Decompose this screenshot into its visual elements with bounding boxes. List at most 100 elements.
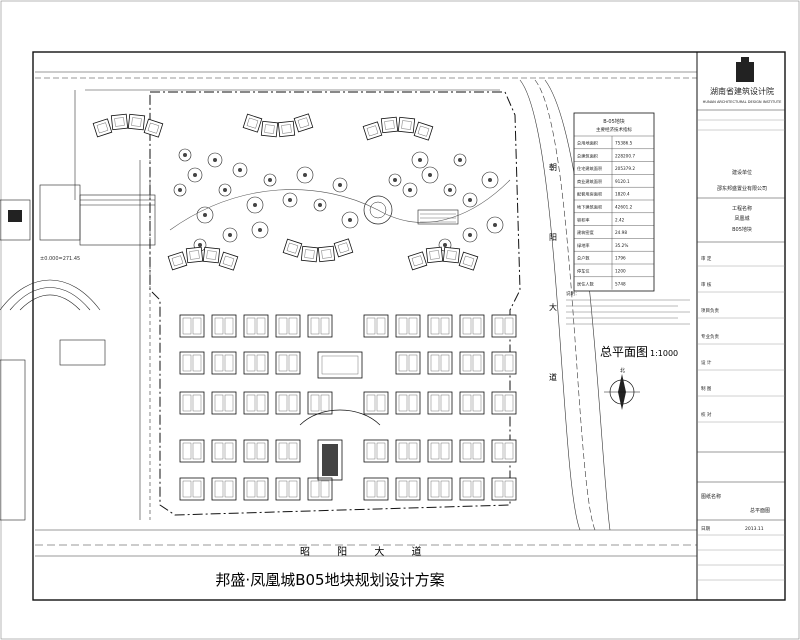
townhouse-block <box>427 391 453 415</box>
townhouse-block <box>427 477 453 501</box>
townhouse-unit <box>288 317 298 335</box>
townhouse-block <box>211 351 237 375</box>
tech-row-key: 停车位 <box>577 268 590 275</box>
townhouse-unit <box>440 480 450 498</box>
east-road-char: 朝 <box>549 163 557 172</box>
townhouse-block <box>307 477 333 501</box>
townhouse-block <box>395 391 421 415</box>
tree-icon <box>411 151 429 169</box>
tree-icon <box>341 211 359 229</box>
highrise-tower <box>397 116 416 134</box>
west-dark-block <box>8 210 22 222</box>
tower-core <box>446 250 457 260</box>
townhouse-unit <box>182 480 192 498</box>
townhouse-unit <box>430 442 440 460</box>
tech-row-value: 1796 <box>615 256 626 261</box>
tree-icon <box>421 166 439 184</box>
townhouse-block <box>395 439 421 463</box>
tree-trunk <box>268 178 272 182</box>
tech-row-value: 24.98 <box>615 230 627 235</box>
project-name: 凤凰城 <box>734 215 749 222</box>
tree-icon <box>251 221 269 239</box>
townhouse-block <box>491 477 517 501</box>
tower-core <box>401 120 412 130</box>
tower-core <box>297 117 310 129</box>
tech-row-key: 总户数 <box>577 255 590 262</box>
east-road-edge <box>519 79 581 531</box>
plan-scale: 1:1000 <box>650 349 678 358</box>
date-label: 日期 <box>701 526 710 532</box>
townhouse-block <box>275 314 301 338</box>
tech-row-value: 9120.1 <box>615 179 630 184</box>
townhouse-unit <box>246 442 256 460</box>
townhouse-unit <box>214 442 224 460</box>
townhouse-block <box>427 314 453 338</box>
highrise-tower <box>362 121 383 141</box>
townhouse-unit <box>504 354 514 372</box>
entrance-arc <box>299 409 381 426</box>
highrise-tower <box>282 238 303 258</box>
highrise-cluster-e <box>407 246 479 271</box>
tree-trunk <box>338 183 342 187</box>
west-building-c <box>79 194 156 246</box>
tree-icon <box>207 152 223 168</box>
townhouse-unit <box>320 394 330 412</box>
townhouse-unit <box>192 317 202 335</box>
roads <box>35 71 697 557</box>
townhouse-block <box>459 477 485 501</box>
institute-logo-top <box>741 57 749 63</box>
tree-icon <box>332 177 348 193</box>
townhouse-unit <box>256 354 266 372</box>
townhouse-block <box>275 439 301 463</box>
townhouse-unit <box>310 394 320 412</box>
tower-core <box>171 255 184 267</box>
townhouse-unit <box>246 394 256 412</box>
highrise-tower <box>242 113 263 133</box>
townhouse-unit <box>278 480 288 498</box>
tree-icon <box>486 216 504 234</box>
highrise-tower <box>110 113 129 131</box>
tower-core <box>131 117 142 127</box>
townhouse-unit <box>462 394 472 412</box>
townhouse-block <box>179 314 205 338</box>
townhouse-unit <box>408 317 418 335</box>
date-value: 2013.11 <box>745 526 764 532</box>
townhouse-block <box>459 439 485 463</box>
townhouse-block <box>491 391 517 415</box>
tree-trunk <box>258 228 262 232</box>
tree-trunk <box>318 203 322 207</box>
townhouse-block <box>211 439 237 463</box>
title-block-row-label: 专业负责 <box>701 333 719 340</box>
townhouse-block <box>459 314 485 338</box>
tech-row-value: 1820.4 <box>615 192 630 197</box>
tree-trunk <box>303 173 307 177</box>
tree-trunk <box>458 158 462 162</box>
townhouse-block <box>243 314 269 338</box>
highrise-tower <box>380 116 399 134</box>
east-road-centerline <box>534 79 596 531</box>
tech-row-key: 配套用房面积 <box>577 191 602 198</box>
tree-icon <box>313 198 327 212</box>
townhouse-unit <box>366 317 376 335</box>
townhouse-unit <box>398 354 408 372</box>
tower-core <box>246 117 259 129</box>
tech-row-value: 205379.2 <box>615 166 635 171</box>
west-long-building <box>0 359 26 521</box>
tree-trunk <box>428 173 432 177</box>
townhouse-unit <box>440 394 450 412</box>
tech-row-key: 地下建筑面积 <box>577 204 602 211</box>
tree-icon <box>232 162 248 178</box>
townhouse-unit <box>256 480 266 498</box>
townhouse-unit <box>366 394 376 412</box>
tech-row-value: 42601.2 <box>615 205 633 210</box>
tree-icon <box>388 173 402 187</box>
west-pavilion <box>59 339 106 366</box>
townhouse-block <box>395 477 421 501</box>
townhouse-unit <box>288 480 298 498</box>
townhouse-unit <box>192 442 202 460</box>
townhouse-unit <box>214 480 224 498</box>
sports-court <box>417 209 459 225</box>
tech-row-value: 35.2% <box>615 243 628 248</box>
townhouse-unit <box>472 394 482 412</box>
